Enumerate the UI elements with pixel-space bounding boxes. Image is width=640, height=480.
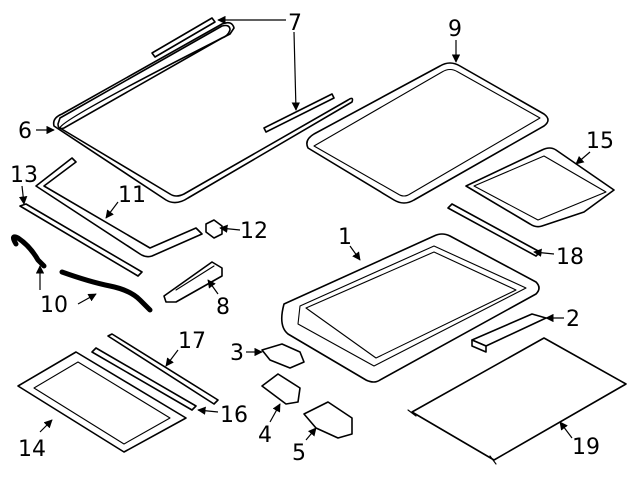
part-9-glass-panel xyxy=(306,62,549,204)
part-7-weatherstrips xyxy=(151,17,335,133)
callout-4: 4 xyxy=(258,423,272,448)
callout-6: 6 xyxy=(18,119,32,144)
callout-14: 14 xyxy=(18,437,46,462)
part-15-rear-glass xyxy=(465,147,615,228)
callout-7: 7 xyxy=(288,11,302,36)
callout-15: 15 xyxy=(586,129,614,154)
part-5-block xyxy=(303,401,353,439)
leader-lines xyxy=(18,15,591,441)
callout-13: 13 xyxy=(10,163,38,188)
callout-10: 10 xyxy=(40,293,68,318)
part-6-seal xyxy=(52,21,354,204)
part-14-rear-frame xyxy=(17,351,187,453)
part-17-strip xyxy=(107,333,219,405)
callout-8: 8 xyxy=(216,295,230,320)
callout-12: 12 xyxy=(240,219,268,244)
callout-18: 18 xyxy=(556,245,584,270)
part-4-guide xyxy=(261,373,301,405)
part-1-frame xyxy=(280,233,540,383)
callout-2: 2 xyxy=(566,307,580,332)
callout-1: 1 xyxy=(338,225,352,250)
callout-9: 9 xyxy=(448,17,462,42)
callout-3: 3 xyxy=(230,341,244,366)
part-3-actuator xyxy=(261,343,305,369)
part-19-sunshade xyxy=(407,337,627,465)
part-2-bracket xyxy=(471,313,547,353)
part-11-front-rail xyxy=(35,157,203,258)
callout-11: 11 xyxy=(118,183,146,208)
callout-5: 5 xyxy=(292,441,306,466)
part-8-motor xyxy=(163,261,223,303)
callouts: 1 2 3 4 5 6 7 8 9 10 11 12 13 14 15 16 1… xyxy=(10,11,614,466)
part-10-drain-hoses xyxy=(10,234,153,313)
callout-19: 19 xyxy=(572,435,600,460)
part-12-clip xyxy=(205,219,223,239)
callout-17: 17 xyxy=(178,329,206,354)
callout-16: 16 xyxy=(220,403,248,428)
part-16-strip xyxy=(91,347,197,411)
